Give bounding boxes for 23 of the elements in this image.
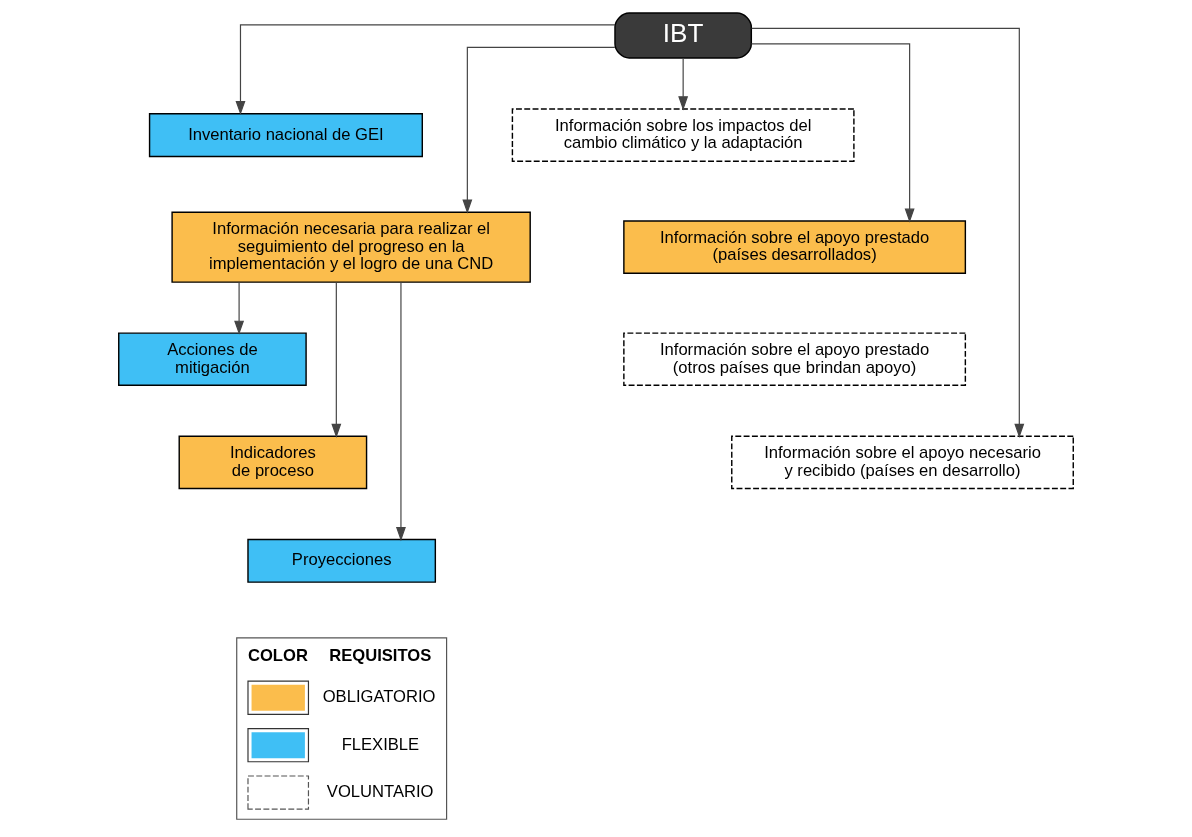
legend-label: FLEXIBLE <box>341 734 420 754</box>
node-box: IBT <box>614 12 753 59</box>
arrow <box>678 57 689 111</box>
node-box: Acciones de mitigación <box>118 332 307 386</box>
node-box: Información necesaria para realizar el seguimiento del progreso en la implementación y el logro de una CND <box>171 211 531 283</box>
arrow <box>462 46 616 214</box>
arrow <box>235 24 616 116</box>
node-box: Indicadores de proceso <box>178 435 368 490</box>
node-box: Información sobre el apoyo prestado (países desarrollados) <box>623 220 967 274</box>
arrow <box>751 27 1025 438</box>
legend-label: OBLIGATORIO <box>322 687 436 707</box>
node-box: Información sobre el apoyo necesario y recibido (países en desarrollo) <box>731 435 1074 490</box>
node-box: Información sobre el apoyo prestado (otros países que brindan apoyo) <box>623 332 967 386</box>
node-box: Inventario nacional de GEI <box>148 113 423 158</box>
node-box: Información sobre los impactos del cambio climático y la adaptación <box>511 108 855 162</box>
arrow <box>750 43 915 223</box>
arrow <box>331 281 342 438</box>
label: COLOR <box>247 646 308 666</box>
arrow <box>395 281 406 542</box>
legend-label: VOLUNTARIO <box>326 781 434 801</box>
arrow <box>234 281 245 335</box>
node-box: Proyecciones <box>247 538 437 583</box>
label: REQUISITOS <box>329 646 432 666</box>
